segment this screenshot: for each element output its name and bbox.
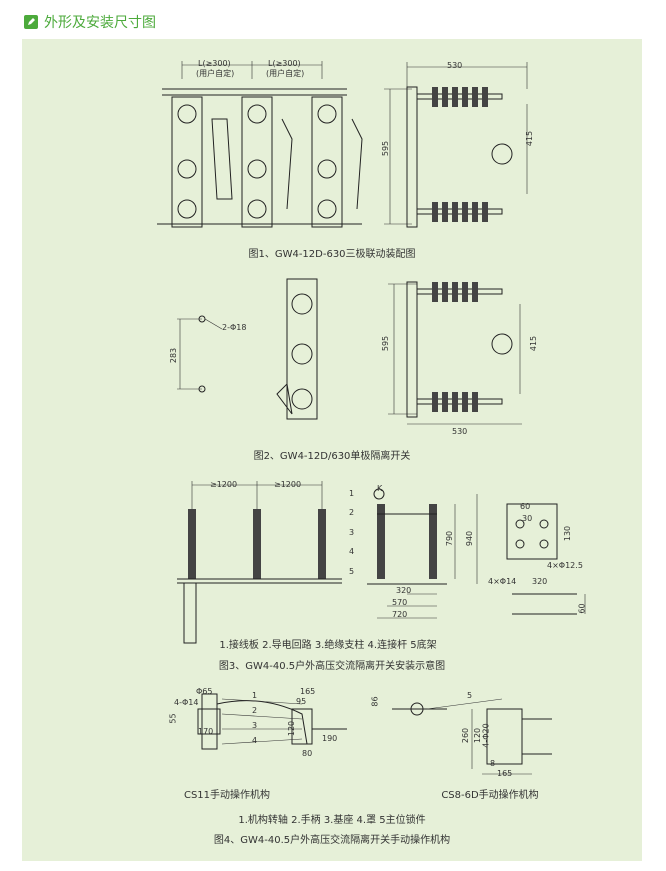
fig4-l-190: 190 bbox=[322, 734, 338, 743]
fig4-l-95: 95 bbox=[296, 697, 307, 706]
fig3-base-plate bbox=[512, 593, 586, 615]
fig3-k-label: K bbox=[377, 484, 383, 493]
fig4-legend: 1.机构转轴 2.手柄 3.基座 4.罩 5主位锁件 bbox=[238, 815, 426, 826]
fig2-caption: 图2、GW4-12D/630单极隔离开关 bbox=[253, 451, 411, 462]
fig1-dim-530: 530 bbox=[447, 61, 463, 70]
fig3-part-2: 2 bbox=[349, 508, 355, 517]
fig3-plate-holes: 4×Φ12.5 bbox=[547, 561, 583, 570]
fig3-three-pole bbox=[177, 481, 342, 644]
fig3-dim-1200a: ≥1200 bbox=[210, 480, 238, 489]
fig4-l-p3: 3 bbox=[252, 721, 258, 730]
fig3-base-60: 60 bbox=[577, 603, 587, 614]
section-title: 外形及安装尺寸图 bbox=[44, 15, 156, 31]
fig3-dim-1200b: ≥1200 bbox=[274, 480, 302, 489]
fig3-legend: 1.接线板 2.导电回路 3.绝缘支柱 4.连接杆 5底架 bbox=[219, 640, 437, 651]
fig3-plate-60: 60 bbox=[520, 502, 531, 511]
fig1-dim-415: 415 bbox=[525, 130, 535, 147]
fig4-cs8-drawing bbox=[392, 698, 552, 775]
fig1-dim-l2-sub: (用户自定) bbox=[266, 69, 305, 78]
fig4-l-120: 120 bbox=[287, 720, 297, 737]
fig4-r-8: 8 bbox=[490, 759, 496, 768]
fig4-r-4phi20: 4-Φ20 bbox=[481, 723, 491, 748]
fig3-base-holes: 4×Φ14 bbox=[488, 577, 517, 586]
fig3-part-5: 5 bbox=[349, 567, 355, 576]
fig1-dim-595: 595 bbox=[381, 140, 391, 157]
pencil-icon bbox=[24, 15, 38, 29]
fig4-caption: 图4、GW4-40.5户外高压交流隔离开关手动操作机构 bbox=[213, 835, 451, 846]
fig1-three-pole-drawing bbox=[157, 61, 363, 228]
fig4-right-title: CS8-6D手动操作机构 bbox=[441, 790, 539, 801]
fig1-dim-l2: L(≥300) bbox=[268, 59, 301, 68]
fig4-l-165: 165 bbox=[300, 687, 316, 696]
fig2-dim-415: 415 bbox=[529, 335, 539, 352]
fig4-l-p2: 2 bbox=[252, 706, 258, 715]
fig3-dim-940: 940 bbox=[465, 530, 475, 547]
fig3-side-view bbox=[367, 488, 478, 619]
fig3-dim-570: 570 bbox=[392, 598, 408, 607]
drawing-panel: L(≥300) (用户自定) L(≥300) (用户自定) 530 bbox=[22, 39, 642, 861]
fig3-plate-130: 130 bbox=[563, 525, 573, 542]
fig3-mount-plate bbox=[506, 503, 558, 560]
fig4-l-4phi14: 4-Φ14 bbox=[174, 698, 199, 707]
fig4-r-260: 260 bbox=[461, 727, 471, 744]
fig4-left-title: CS11手动操作机构 bbox=[183, 790, 271, 801]
fig4-l-170: 170 bbox=[198, 727, 214, 736]
fig2-side-view bbox=[388, 281, 522, 425]
fig1-dim-l1-sub: (用户自定) bbox=[196, 69, 235, 78]
fig4-cs11-drawing bbox=[197, 693, 347, 750]
fig2-mount-holes bbox=[177, 315, 223, 393]
fig2-dim-530: 530 bbox=[452, 427, 468, 436]
fig3-part-1: 1 bbox=[349, 489, 355, 498]
fig3-plate-30: 30 bbox=[522, 514, 533, 523]
fig4-l-55: 55 bbox=[168, 713, 178, 724]
fig3-dim-790: 790 bbox=[445, 530, 455, 547]
fig1-caption: 图1、GW4-12D-630三极联动装配图 bbox=[248, 249, 416, 260]
fig2-dim-595: 595 bbox=[381, 335, 391, 352]
fig1-dim-l1: L(≥300) bbox=[198, 59, 231, 68]
fig2-hole-label: 2-Φ18 bbox=[222, 323, 247, 332]
fig3-part-4: 4 bbox=[349, 547, 355, 556]
fig4-r-165: 165 bbox=[497, 769, 513, 778]
fig3-dim-320: 320 bbox=[396, 586, 412, 595]
fig4-r-86: 86 bbox=[370, 696, 380, 707]
fig4-l-phi65: Φ65 bbox=[196, 687, 213, 696]
fig4-l-80: 80 bbox=[302, 749, 313, 758]
fig4-l-p1: 1 bbox=[252, 691, 258, 700]
fig2-dim-283: 283 bbox=[169, 347, 179, 364]
section-header: 外形及安装尺寸图 bbox=[24, 10, 156, 34]
fig4-r-p5: 5 bbox=[467, 691, 473, 700]
fig1-side-view bbox=[384, 62, 528, 228]
fig2-front-view bbox=[276, 278, 318, 420]
fig4-l-p4: 4 bbox=[252, 736, 258, 745]
fig3-caption: 图3、GW4-40.5户外高压交流隔离开关安装示意图 bbox=[218, 661, 446, 672]
fig3-part-3: 3 bbox=[349, 528, 355, 537]
fig3-base-320: 320 bbox=[532, 577, 548, 586]
fig3-dim-720: 720 bbox=[392, 610, 408, 619]
